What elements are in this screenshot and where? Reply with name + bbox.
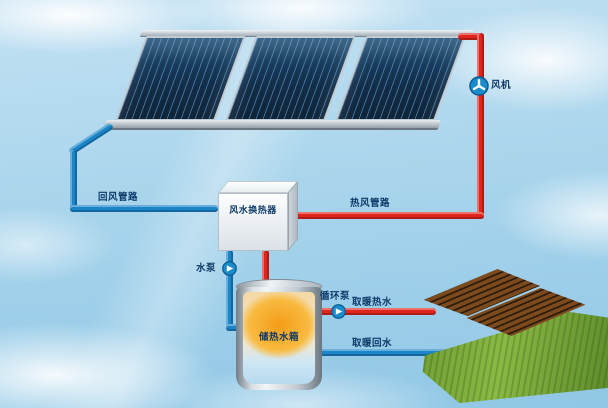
cold-pipe-heating-return	[320, 349, 446, 356]
circulation-pump-icon	[331, 304, 346, 324]
storage-tank-label: 储热水箱	[258, 332, 299, 343]
solar-collector-array	[102, 30, 474, 130]
cold-pipe-tank-inlet	[226, 324, 244, 331]
fan-icon	[469, 76, 489, 101]
hot-pipe-right-vertical	[477, 33, 484, 219]
cold-pipe-exchanger-down	[226, 250, 233, 331]
heat-exchanger-label: 风水换热器	[229, 205, 277, 215]
hot-pipe-exchanger-to-tank	[262, 250, 269, 292]
heating-supply-label: 取暖热水	[352, 297, 393, 308]
heat-exchanger-box	[218, 193, 288, 251]
fan-label: 风机	[491, 80, 512, 91]
circulation-pump-label: 循环泵	[320, 291, 351, 302]
heating-return-label: 取暖回水	[352, 338, 393, 349]
solar-collector-panel	[114, 36, 246, 121]
hot-air-pipe-horizontal	[287, 212, 484, 219]
water-pump-label: 水泵	[196, 263, 217, 274]
solar-collector-panel	[334, 36, 466, 121]
return-air-pipe-horizontal	[70, 205, 218, 212]
heat-exchanger-top-face	[218, 181, 299, 193]
return-air-pipe-vertical	[70, 150, 77, 212]
solar-collector-panel	[224, 36, 356, 121]
heat-exchanger-side-face	[288, 181, 298, 251]
storage-tank-fluid	[243, 292, 315, 384]
hot-pipe-collector-outlet	[458, 33, 484, 40]
return-air-pipe-label: 回风管路	[98, 192, 139, 203]
collector-bottom-rail	[102, 120, 442, 130]
hot-air-pipe-label: 热风管路	[350, 198, 391, 209]
water-pump-icon	[222, 261, 237, 281]
hot-pipe-heating-supply	[320, 308, 436, 315]
